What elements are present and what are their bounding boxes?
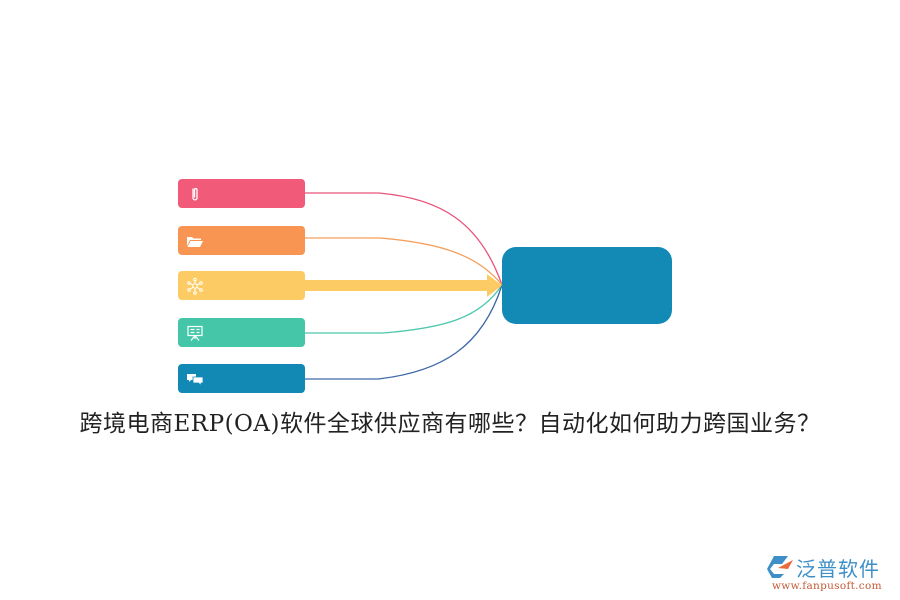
page-title: 跨境电商ERP(OA)软件全球供应商有哪些？自动化如何助力跨国业务？	[79, 411, 821, 437]
presentation-board-icon	[187, 325, 203, 341]
logo-brand-name: 泛普软件	[796, 557, 880, 581]
logo-url: www.fanpusoft.com	[772, 580, 882, 592]
topic-node-4[interactable]	[178, 318, 305, 347]
fanpu-logo-icon	[767, 556, 793, 578]
topic-node-1[interactable]	[178, 179, 305, 208]
topic-node-2[interactable]	[178, 226, 305, 255]
network-icon	[187, 277, 203, 295]
folder-icon	[187, 237, 203, 247]
topic-node-5[interactable]	[178, 364, 305, 393]
brand-logo[interactable]: 泛普软件 www.fanpusoft.com	[766, 553, 896, 595]
chat-bubbles-icon	[187, 374, 204, 387]
topic-node-3[interactable]	[178, 271, 305, 300]
paperclip-icon	[192, 187, 198, 201]
central-topic-node[interactable]	[502, 247, 672, 324]
